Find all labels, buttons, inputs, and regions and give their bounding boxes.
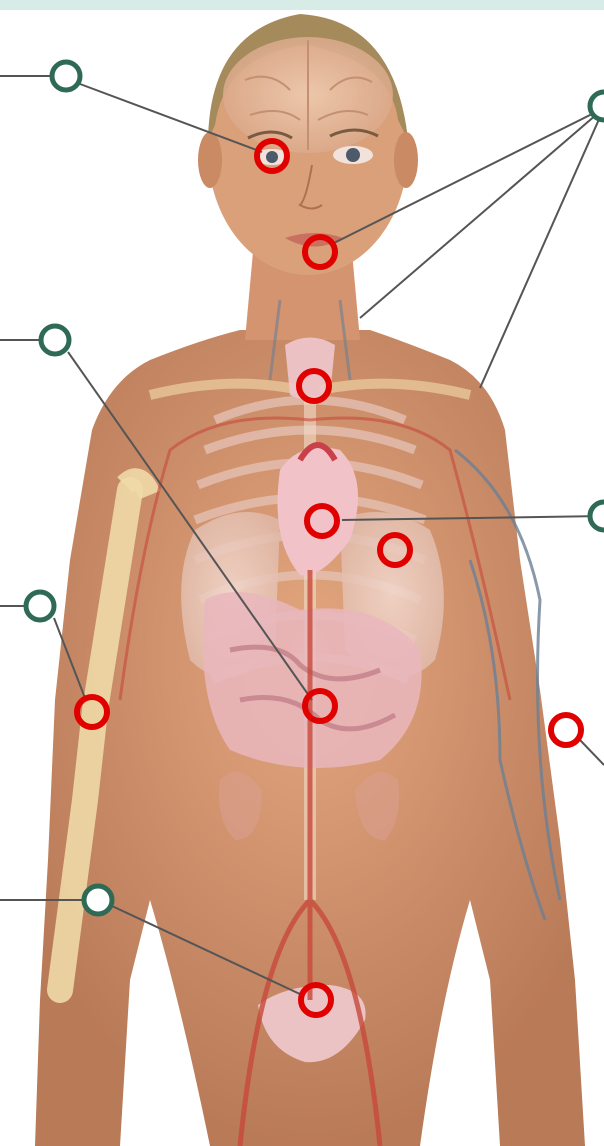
callout-stomach-ring [41, 326, 69, 354]
brain-overlay [223, 37, 393, 153]
callout-head-group-ring [590, 92, 604, 120]
callout-heart-ring [590, 502, 604, 530]
callout-right-arm-ring [26, 592, 54, 620]
callout-eye-ring [52, 62, 80, 90]
marker-left-arm[interactable] [551, 715, 581, 745]
callout-bladder-ring [84, 886, 112, 914]
